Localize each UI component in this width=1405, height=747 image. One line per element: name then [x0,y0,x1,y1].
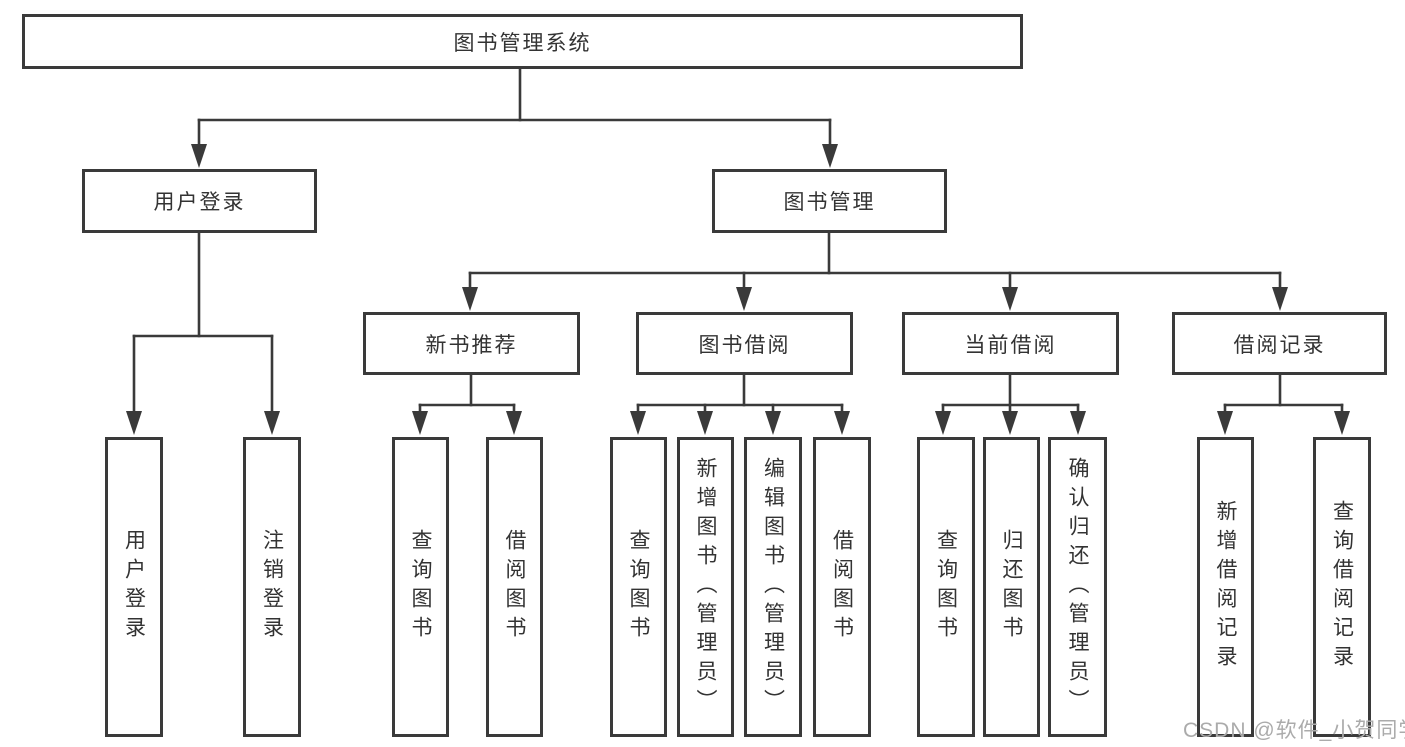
watermark: CSDN @软件_小贺同学 [1183,719,1405,742]
leaf-add-borrow-record: 新增借阅记录 [1197,437,1254,737]
leaf-user-login: 用户登录 [105,437,163,737]
node-label: 图书借阅 [698,333,791,357]
node-current-borrowing: 当前借阅 [902,312,1119,375]
node-borrowing-records: 借阅记录 [1172,312,1387,375]
leaf-add-books-admin: 新增图书（管理员） [677,437,734,737]
node-label: 图书管理 [783,191,876,214]
leaf-label: 用户登录 [122,529,146,645]
leaf-query-borrow-record: 查询借阅记录 [1313,437,1371,737]
leaf-label: 借阅图书 [503,529,526,645]
leaf-label: 编辑图书（管理员） [761,456,785,718]
node-new-book-recommendation: 新书推荐 [363,312,580,375]
node-user-login: 用户登录 [82,169,317,233]
leaf-query-books-current: 查询图书 [917,437,975,737]
leaf-logout: 注销登录 [243,437,301,737]
leaf-label: 查询借阅记录 [1330,500,1354,674]
leaf-label: 新增图书（管理员） [694,456,717,718]
leaf-borrow-books-recommend: 借阅图书 [486,437,543,737]
node-label: 当前借阅 [964,333,1057,357]
node-book-management: 图书管理 [712,169,947,233]
leaf-query-books-borrowing: 查询图书 [610,437,667,737]
leaf-confirm-return-admin: 确认归还（管理员） [1048,437,1107,737]
leaf-label: 查询图书 [934,529,958,645]
node-label: 新书推荐 [425,333,518,357]
node-label: 图书管理系统 [453,31,592,55]
leaf-edit-books-admin: 编辑图书（管理员） [744,437,802,737]
leaf-label: 新增借阅记录 [1214,500,1237,674]
leaf-label: 查询图书 [409,529,432,645]
node-label: 借阅记录 [1233,333,1326,357]
leaf-label: 确认归还（管理员） [1066,456,1089,718]
leaf-label: 查询图书 [627,529,650,645]
node-book-borrowing: 图书借阅 [636,312,853,375]
node-label: 用户登录 [153,191,246,214]
leaf-label: 注销登录 [260,529,284,645]
leaf-borrow-books-borrowing: 借阅图书 [813,437,871,737]
leaf-query-books-recommend: 查询图书 [392,437,449,737]
leaf-return-books: 归还图书 [983,437,1040,737]
node-library-management-system: 图书管理系统 [22,14,1023,69]
leaf-label: 归还图书 [1000,529,1023,645]
leaf-label: 借阅图书 [830,529,854,645]
